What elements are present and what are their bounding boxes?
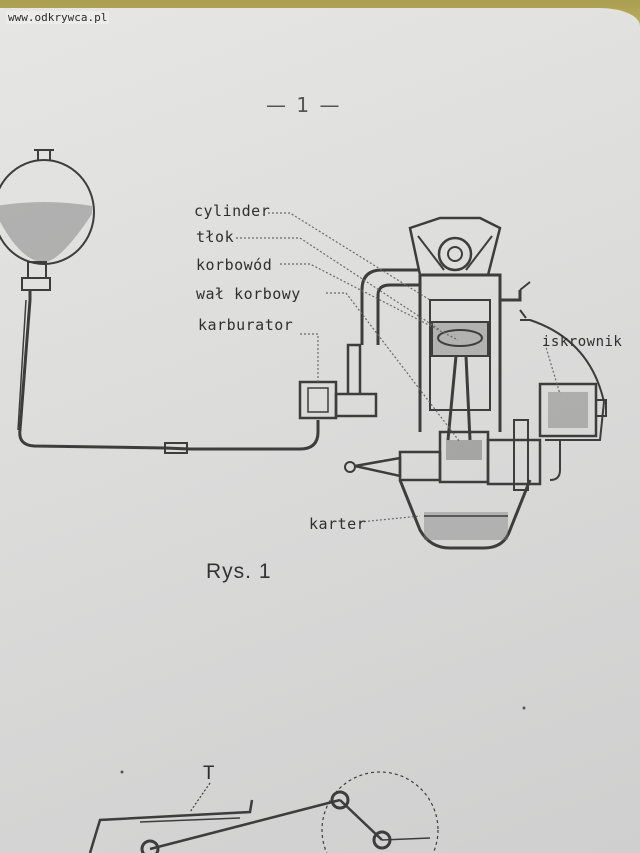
crankshaft-assembly [344, 419, 542, 491]
label-piston: tłok [196, 228, 235, 246]
figure-caption: Rys. 1 [206, 560, 272, 583]
cylinder-block [418, 273, 531, 432]
label-crankcase: karter [309, 515, 367, 533]
label-magneto: iskrownik [542, 334, 623, 350]
watermark-text: www.odkrywca.pl [6, 11, 110, 24]
intake-pipe [360, 268, 420, 345]
label-connecting-rod: korbowód [196, 256, 273, 274]
document-page [0, 8, 640, 853]
page-number: — 1 — [266, 93, 342, 117]
crankcase [398, 479, 532, 550]
label-crankshaft: wał korbowy [196, 285, 301, 303]
label-carburetor: karburator [198, 316, 294, 334]
leader-lines [236, 212, 561, 523]
magneto [520, 319, 607, 481]
fuel-tank [0, 149, 95, 291]
label-cylinder: cylinder [194, 202, 271, 220]
connecting-rod [446, 355, 472, 441]
label-second-figure: T [203, 762, 215, 784]
